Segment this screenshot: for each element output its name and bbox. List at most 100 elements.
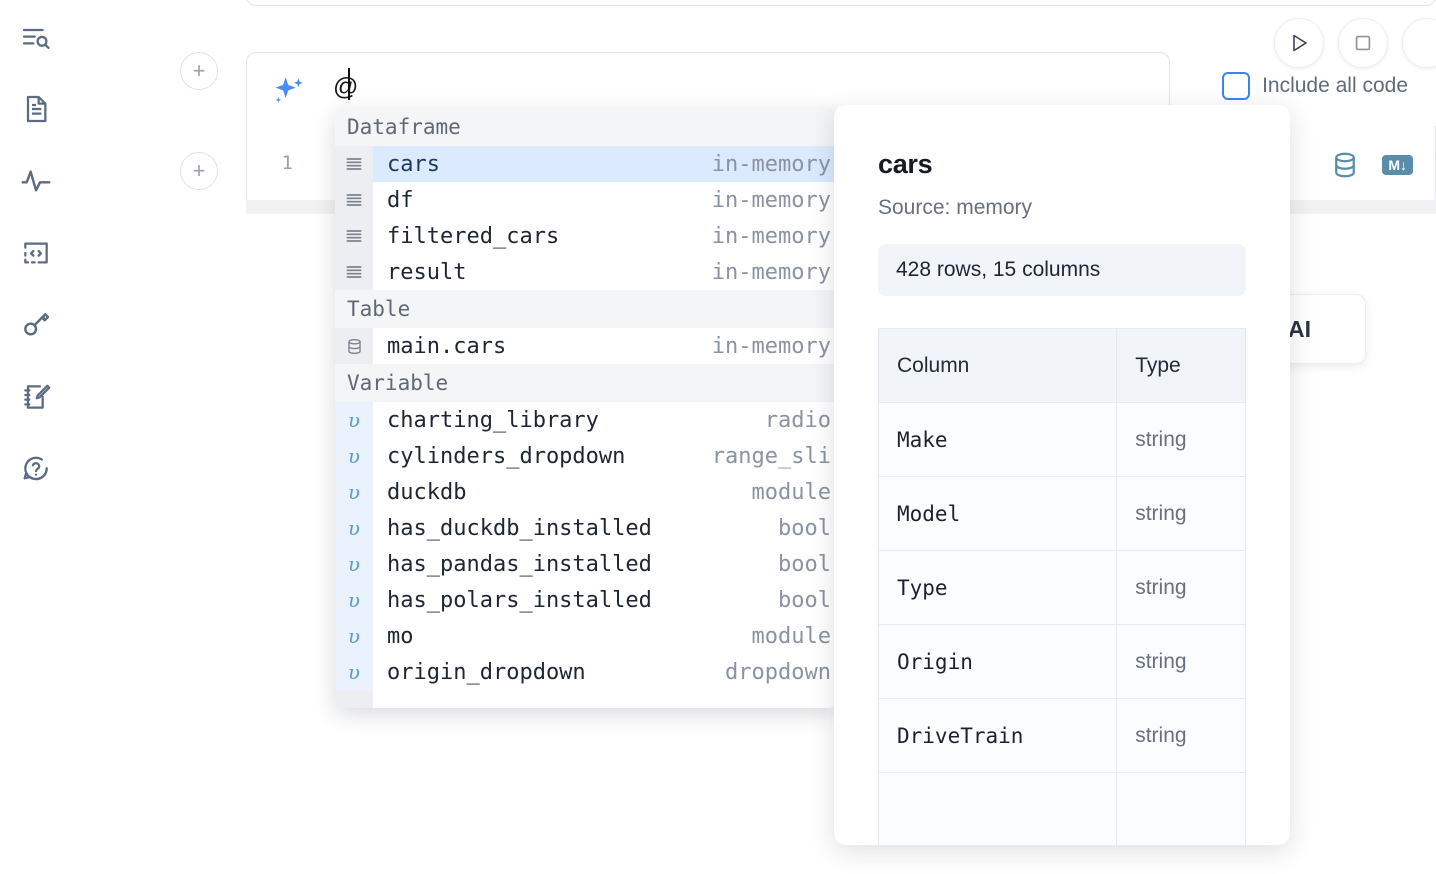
- sidebar-item-outline-search[interactable]: [12, 14, 60, 62]
- autocomplete-item[interactable]: result in-memory: [335, 254, 835, 290]
- variable-icon: υ: [335, 474, 373, 510]
- details-source: Source: memory: [878, 196, 1033, 219]
- code-snippet-icon: [20, 237, 52, 269]
- autocomplete-item-type: in-memory: [711, 333, 831, 359]
- document-icon: [20, 93, 52, 125]
- column-header: Column: [877, 328, 1118, 403]
- key-icon: [20, 309, 52, 341]
- variable-icon: υ: [335, 402, 373, 438]
- dataframe-icon: [335, 146, 373, 182]
- plus-icon: +: [192, 158, 206, 183]
- autocomplete-item-type: in-memory: [711, 223, 831, 249]
- cell-toolbar: M↓: [1330, 150, 1413, 180]
- sidebar-rail: [0, 0, 72, 874]
- database-icon[interactable]: [1330, 150, 1360, 180]
- table-header-row: Column Type: [877, 328, 1246, 403]
- autocomplete-item-type: bool: [778, 515, 831, 541]
- schema-column-name: Model: [877, 476, 1118, 551]
- include-all-code-label: Include all code: [1262, 74, 1408, 97]
- autocomplete-item-type: bool: [778, 587, 831, 613]
- markdown-icon[interactable]: M↓: [1382, 155, 1413, 175]
- sidebar-item-document[interactable]: [12, 85, 60, 133]
- schema-column-type: [1116, 772, 1246, 845]
- variable-icon: υ: [335, 546, 373, 582]
- outline-search-icon: [20, 22, 52, 54]
- autocomplete-section-header: Table: [335, 290, 835, 328]
- dataframe-icon: [335, 182, 373, 218]
- stop-button[interactable]: [1338, 18, 1388, 68]
- variable-icon: υ: [335, 582, 373, 618]
- autocomplete-item-type: in-memory: [711, 187, 831, 213]
- details-title: cars: [878, 149, 933, 179]
- include-all-code-row[interactable]: Include all code: [1222, 72, 1408, 100]
- run-button[interactable]: [1274, 18, 1324, 68]
- database-icon: [335, 328, 373, 364]
- autocomplete-section-header: Variable: [335, 364, 835, 402]
- autocomplete-item-type: in-memory: [711, 259, 831, 285]
- sidebar-item-activity[interactable]: [12, 157, 60, 205]
- markdown-label: M↓: [1388, 157, 1407, 173]
- sidebar-item-scratchpad[interactable]: [12, 373, 60, 421]
- autocomplete-item-name: duckdb: [387, 479, 467, 505]
- schema-column-name: Make: [877, 402, 1118, 477]
- autocomplete-item-name: filtered_cars: [387, 223, 560, 249]
- notebook-edit-icon: [20, 381, 52, 413]
- add-cell-button-bottom[interactable]: +: [180, 152, 218, 190]
- autocomplete-item-type: module: [751, 479, 831, 505]
- variable-icon: υ: [335, 438, 373, 474]
- autocomplete-item[interactable]: main.cars in-memory: [335, 328, 835, 364]
- autocomplete-item-type: bool: [778, 551, 831, 577]
- autocomplete-item-name: origin_dropdown: [387, 659, 586, 685]
- autocomplete-item-name: has_duckdb_installed: [387, 515, 652, 541]
- autocomplete-item-name: has_polars_installed: [387, 587, 652, 613]
- autocomplete-item-name: cylinders_dropdown: [387, 443, 626, 469]
- include-all-code-checkbox[interactable]: [1222, 72, 1251, 100]
- variable-icon: υ: [335, 618, 373, 654]
- dataframe-details-panel: cars Source: memory 428 rows, 15 columns…: [834, 105, 1290, 845]
- more-button[interactable]: [1402, 18, 1436, 68]
- sidebar-item-snippets[interactable]: [12, 229, 60, 277]
- autocomplete-item-type: dropdown: [725, 659, 831, 685]
- variable-icon: υ: [335, 510, 373, 546]
- autocomplete-item-name: cars: [387, 151, 440, 177]
- dataframe-icon: [335, 218, 373, 254]
- schema-column-type: string: [1116, 698, 1246, 773]
- plus-icon: +: [192, 58, 206, 83]
- autocomplete-item[interactable]: df in-memory: [335, 182, 835, 218]
- details-shape-badge: 428 rows, 15 columns: [878, 244, 1246, 296]
- schema-column-name: [877, 772, 1118, 845]
- autocomplete-item-type: range_sli: [711, 443, 831, 469]
- help-chat-icon: [20, 453, 52, 485]
- text-cursor: [348, 68, 350, 100]
- autocomplete-item[interactable]: υ cylinders_dropdown range_sli: [335, 438, 835, 474]
- ai-prompt-input[interactable]: @: [333, 73, 358, 101]
- autocomplete-item[interactable]: filtered_cars in-memory: [335, 218, 835, 254]
- type-header: Type: [1116, 328, 1246, 403]
- schema-column-name: Type: [877, 550, 1118, 625]
- autocomplete-item[interactable]: υ has_polars_installed bool: [335, 582, 835, 618]
- autocomplete-item-name: df: [387, 187, 414, 213]
- autocomplete-item[interactable]: υ has_duckdb_installed bool: [335, 510, 835, 546]
- activity-icon: [20, 165, 52, 197]
- autocomplete-item-name: result: [387, 259, 467, 285]
- add-cell-button-top[interactable]: +: [180, 52, 218, 90]
- run-controls: [1274, 18, 1436, 68]
- autocomplete-item-name: main.cars: [387, 333, 507, 359]
- dataframe-icon: [335, 254, 373, 290]
- sidebar-item-secrets[interactable]: [12, 301, 60, 349]
- sidebar-item-help[interactable]: [12, 445, 60, 493]
- autocomplete-item-type: module: [751, 623, 831, 649]
